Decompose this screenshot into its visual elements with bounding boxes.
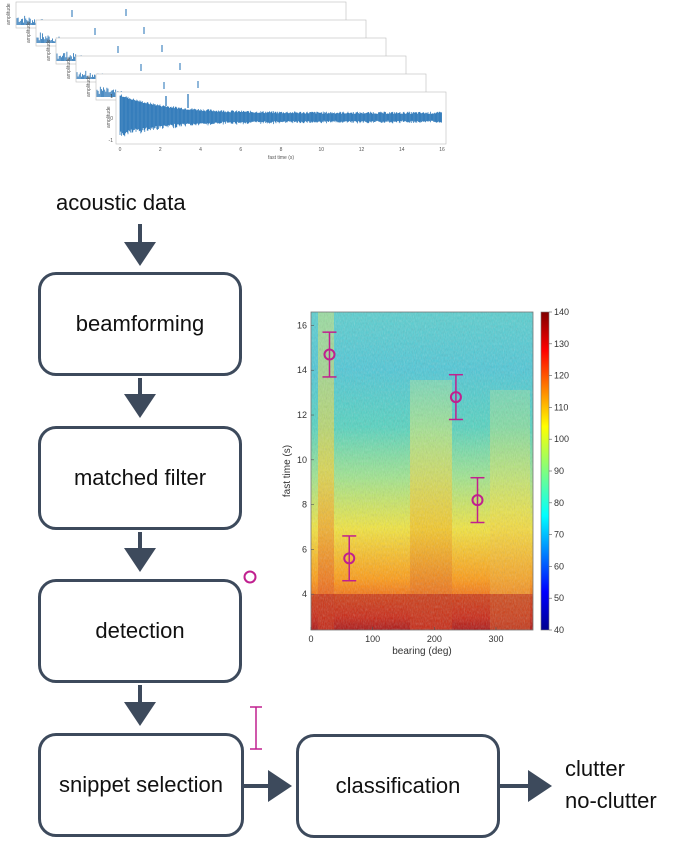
heatmap-image xyxy=(311,312,533,630)
y-tick-label: 4 xyxy=(302,589,307,599)
y-tick-label: 8 xyxy=(302,500,307,510)
output-clutter: clutter xyxy=(565,756,625,781)
colorbar-tick-label: 60 xyxy=(554,561,564,571)
waveform-x-tick: 4 xyxy=(199,147,202,153)
x-axis-label: bearing (deg) xyxy=(392,646,451,657)
step-label: detection xyxy=(95,618,185,643)
colorbar-tick-label: 80 xyxy=(554,498,564,508)
waveform-x-tick: 6 xyxy=(239,147,242,153)
step-label: snippet selection xyxy=(59,772,223,797)
colorbar-tick-label: 100 xyxy=(554,434,569,444)
errorbar-icon xyxy=(250,706,262,750)
waveform-y-tick: 0 xyxy=(110,116,113,122)
colorbar-tick-label: 140 xyxy=(554,307,569,317)
step-beamforming: beamforming xyxy=(38,272,242,376)
waveform-y-tick: -1 xyxy=(109,138,114,144)
waveform-ylabel: amplitude xyxy=(86,75,92,97)
step-label: matched filter xyxy=(73,465,207,490)
colorbar-tick-label: 70 xyxy=(554,530,564,540)
step-label: classification xyxy=(335,773,461,798)
x-tick-label: 0 xyxy=(308,634,313,644)
waveform-y-tick: 1 xyxy=(110,94,113,100)
y-tick-label: 6 xyxy=(302,544,307,554)
step-detection: detection xyxy=(38,579,242,683)
waveform-x-tick: 8 xyxy=(280,147,283,153)
colorbar-tick-label: 40 xyxy=(554,625,564,635)
waveform-x-tick: 12 xyxy=(359,147,365,153)
detection-marker xyxy=(448,373,463,421)
waveform-ylabel: amplitude xyxy=(26,21,32,43)
y-tick-label: 14 xyxy=(297,365,307,375)
colorbar-tick-label: 130 xyxy=(554,339,569,349)
detection-marker xyxy=(470,476,485,524)
step-label: beamforming xyxy=(75,311,205,336)
y-tick-label: 12 xyxy=(297,410,307,420)
waveform-x-tick: 2 xyxy=(159,147,162,153)
waveform-x-tick: 10 xyxy=(318,147,324,153)
y-tick-label: 10 xyxy=(297,455,307,465)
heatmap-frame xyxy=(310,311,534,631)
detection-marker-icon xyxy=(243,570,257,584)
input-label: acoustic data xyxy=(56,190,186,215)
step-snippet-selection: snippet selection xyxy=(38,733,244,837)
colorbar-tick-label: 120 xyxy=(554,371,569,381)
waveform-panel xyxy=(115,91,447,145)
x-tick-label: 300 xyxy=(488,634,503,644)
waveform-ylabel: amplitude xyxy=(106,106,112,128)
detection-marker xyxy=(322,331,337,378)
waveform-xlabel: fast time (s) xyxy=(268,155,294,161)
waveform-x-tick: 16 xyxy=(439,147,445,153)
waveform-ylabel: amplitude xyxy=(46,39,52,61)
output-no-clutter: no-clutter xyxy=(565,788,657,813)
x-tick-label: 200 xyxy=(427,634,442,644)
y-axis-label: fast time (s) xyxy=(282,445,293,497)
step-classification: classification xyxy=(296,734,500,838)
colorbar-tick-label: 90 xyxy=(554,466,564,476)
waveform-x-tick: 14 xyxy=(399,147,405,153)
colorbar-tick-label: 50 xyxy=(554,593,564,603)
y-tick-label: 16 xyxy=(297,320,307,330)
x-tick-label: 100 xyxy=(365,634,380,644)
colorbar xyxy=(540,311,550,631)
colorbar-tick-label: 110 xyxy=(554,402,568,412)
waveform-ylabel: amplitude xyxy=(66,57,72,79)
waveform-ylabel: amplitude xyxy=(6,3,12,25)
detection-marker xyxy=(342,535,357,582)
step-matched-filter: matched filter xyxy=(38,426,242,530)
waveform-x-tick: 0 xyxy=(119,147,122,153)
